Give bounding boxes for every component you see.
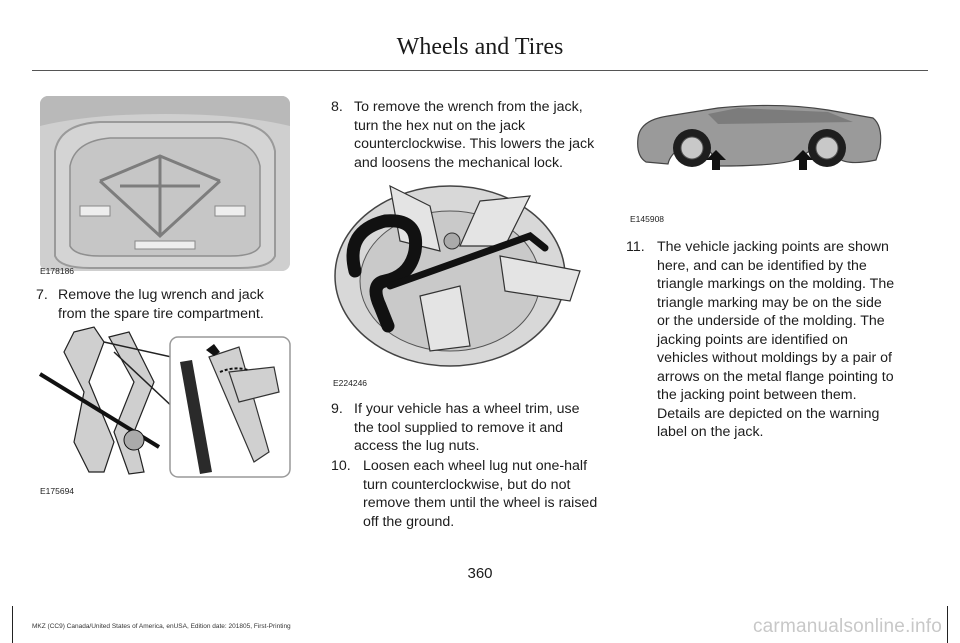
step-number: 9. [331, 401, 343, 417]
step-number: 8. [331, 99, 343, 115]
spare-compartment-figure [40, 96, 290, 271]
step-10: 10. Loosen each wheel lug nut one-half t… [331, 457, 603, 531]
figure-id-e178186: E178186 [40, 266, 75, 276]
step-number: 10. [331, 458, 351, 474]
step-8: 8. To remove the wrench from the jack, t… [331, 98, 603, 172]
header-rule [32, 70, 928, 71]
step-number: 7. [36, 287, 48, 303]
step-text: If your vehicle has a wheel trim, use th… [354, 401, 580, 454]
step-text: Remove the lug wrench and jack from the … [58, 287, 264, 322]
jack-figure [34, 322, 296, 484]
page-title: Wheels and Tires [396, 34, 564, 60]
figure-id-e145908: E145908 [630, 214, 665, 224]
lug-wrench-figure [330, 176, 590, 376]
lug-wrench-illustration [334, 184, 581, 367]
footer-edition: MKZ (CC9) Canada/United States of Americ… [32, 623, 291, 630]
step-11: 11. The vehicle jacking points are shown… [626, 238, 898, 442]
step-number: 11. [626, 239, 645, 255]
crop-mark-right [947, 606, 948, 643]
crop-mark-left [12, 606, 13, 643]
figure-id-e224246: E224246 [333, 378, 368, 388]
step-text: To remove the wrench from the jack, turn… [354, 99, 595, 171]
vehicle-side-illustration [637, 104, 882, 170]
step-9: 9. If your vehicle has a wheel trim, use… [331, 400, 603, 456]
spare-compartment-illustration [40, 96, 290, 271]
vehicle-side-figure [628, 98, 890, 208]
watermark: carmanualsonline.info [752, 616, 942, 637]
figure-id-e175694: E175694 [40, 486, 75, 496]
step-text: Loosen each wheel lug nut one-half turn … [363, 458, 598, 530]
step-text: The vehicle jacking points are shown her… [657, 239, 895, 440]
jack-illustration [38, 326, 291, 478]
page-number: 360 [467, 565, 493, 582]
step-7: 7. Remove the lug wrench and jack from t… [36, 286, 294, 323]
